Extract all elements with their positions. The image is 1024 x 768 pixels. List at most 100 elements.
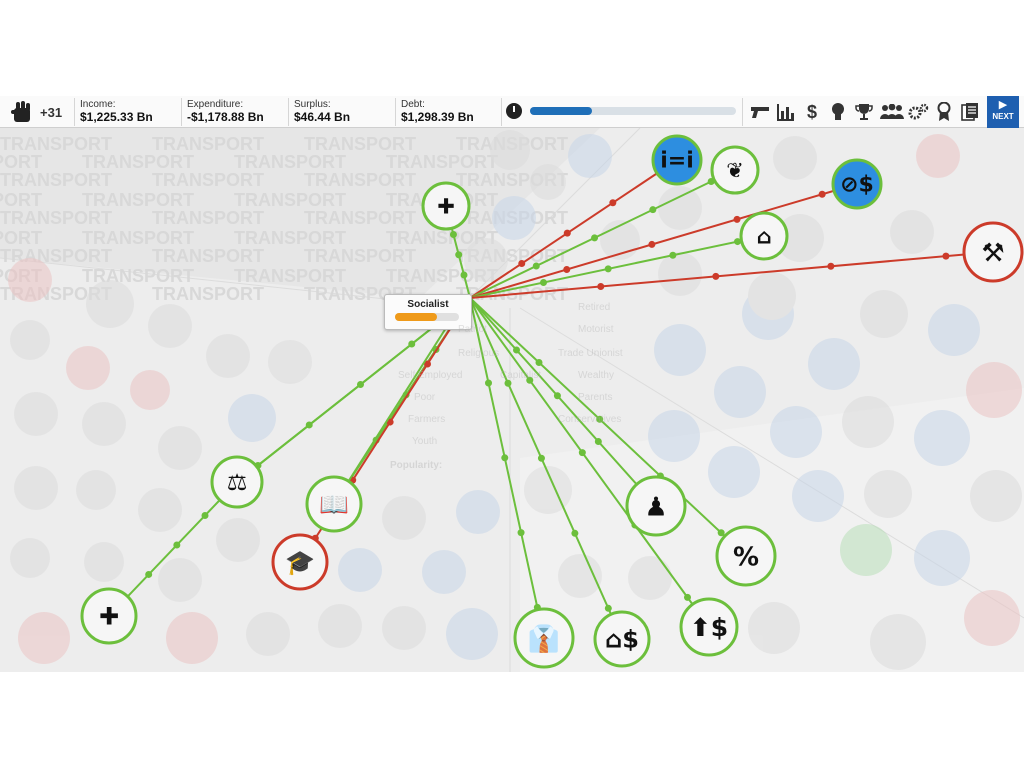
health-cross-icon-node[interactable]: ✚ [421, 181, 471, 231]
no-wealth-node[interactable]: ⊘$ [831, 158, 883, 210]
link-flow-dot [649, 206, 657, 214]
link-flow-dot [513, 346, 520, 354]
panel-group-label: Youth [412, 436, 438, 447]
link-flow-dot [532, 262, 540, 270]
link-flow-dot [609, 199, 617, 207]
link-flow-dot [578, 449, 586, 457]
link-flow-dot [145, 570, 153, 578]
percent-tax-node[interactable]: % [715, 525, 777, 587]
node-glyph-icon: ⚖ [227, 470, 248, 496]
policy-link-line [469, 183, 858, 299]
equality-node[interactable]: i=i [651, 134, 703, 186]
cabinet-people-icon[interactable] [878, 98, 906, 126]
surplus-value: $46.44 Bn [294, 110, 351, 124]
socialist-group-popup[interactable]: Socialist [384, 294, 472, 330]
watermark-text: TRANSPORT [234, 152, 346, 172]
group-health-node[interactable]: ✚ [80, 587, 138, 645]
node-glyph-icon: ⊘$ [840, 173, 874, 198]
link-flow-dot [818, 190, 826, 198]
watermark-text: TRANSPORT [304, 246, 416, 266]
policy-link-line [469, 251, 994, 299]
link-flow-dot [596, 415, 604, 423]
node-glyph-icon: ✚ [99, 603, 119, 631]
expenditure-value: -$1,178.88 Bn [187, 110, 264, 124]
watermark-text: TRANSPORT [386, 152, 498, 172]
panel-popularity-label: Popularity: [390, 460, 443, 471]
link-flow-dot [669, 251, 677, 259]
hierarchy-node[interactable]: ♟ [625, 475, 687, 537]
income-stat[interactable]: Income: $1,225.33 Bn [74, 98, 178, 126]
housing-node[interactable]: ⌂ [739, 211, 789, 261]
clock-icon [506, 103, 522, 119]
property-tax-node[interactable]: ⌂$ [593, 610, 651, 668]
surplus-stat[interactable]: Surplus: $46.44 Bn [288, 98, 392, 126]
link-flow-dot [734, 238, 742, 246]
settings-gears-icon[interactable] [906, 98, 930, 126]
divider [501, 98, 502, 126]
watermark-text: TRANSPORT [0, 208, 112, 228]
watermark-text: TRANSPORT [0, 152, 42, 172]
link-flow-dot [537, 454, 545, 462]
watermark-text: TRANSPORT [234, 266, 346, 286]
node-glyph-icon: ❦ [726, 158, 744, 182]
school-book-node[interactable]: 📖 [305, 475, 363, 533]
expenditure-label: Expenditure: [187, 99, 244, 110]
worker-tie-node[interactable]: 👔 [513, 607, 575, 669]
node-glyph-icon: ⚒ [981, 238, 1004, 268]
link-flow-dot [604, 265, 612, 273]
ideas-lightbulb-icon[interactable] [826, 98, 850, 126]
play-icon: ▶ [998, 99, 1008, 111]
awards-ribbon-icon[interactable] [932, 98, 956, 126]
panel-group-label: Parents [578, 392, 613, 403]
panel-group-label: Self Employed [398, 370, 463, 381]
link-flow-dot [517, 529, 525, 537]
link-flow-dot [485, 379, 492, 387]
watermark-text: TRANSPORT [82, 152, 194, 172]
food-bag-node[interactable]: ❦ [710, 145, 760, 195]
watermark-text: TRANSPORT [0, 134, 112, 154]
debt-value: $1,298.39 Bn [401, 110, 474, 124]
watermark-text: TRANSPORT [152, 208, 264, 228]
finance-dollar-icon[interactable]: $ [806, 101, 817, 122]
link-flow-dot [648, 240, 656, 248]
node-glyph-icon: i=i [660, 149, 694, 174]
link-flow-dot [553, 392, 561, 400]
policy-link-line [469, 235, 765, 299]
policy-link-line [469, 297, 623, 640]
link-flow-dot [173, 541, 181, 549]
watermark-text: TRANSPORT [304, 134, 416, 154]
statistics-chart-icon[interactable] [774, 98, 798, 126]
courts-gavel-node[interactable]: ⚖ [210, 455, 264, 509]
panel-group-label: Religious [458, 348, 500, 359]
link-flow-dot [827, 262, 835, 270]
political-capital[interactable]: +31 [6, 98, 70, 126]
policy-web-scene: TRANSPORTTRANSPORTTRANSPORTTRANSPORTTRAN… [0, 128, 1024, 672]
top-bar: +31 Income: $1,225.33 Bn Expenditure: -$… [0, 96, 1024, 128]
watermark-text: TRANSPORT [0, 170, 112, 190]
link-flow-dot [535, 359, 543, 366]
hammer-sickle-node[interactable]: ⚒ [962, 221, 1024, 283]
graduation-gear-node[interactable]: 🎓 [271, 533, 329, 591]
node-glyph-icon: ⌂ [756, 224, 771, 248]
coin-stack-node[interactable]: ⬆$ [679, 597, 739, 657]
link-flow-dot [504, 379, 512, 387]
link-flow-dot [449, 231, 457, 239]
link-flow-dot [201, 512, 209, 519]
panel-group-label: Poor [414, 392, 436, 403]
faded-policy-circles [8, 130, 1022, 670]
watermark-text: TRANSPORT [152, 246, 264, 266]
policy-nodes[interactable]: ✚ i=i ❦ ⊘$ ⌂ ⚒ ⚖ 📖🎓 ♟% ✚ 👔 ⌂$ ⬆$ [80, 134, 1024, 669]
achievements-trophy-icon[interactable] [852, 98, 876, 126]
debt-label: Debt: [401, 99, 425, 110]
watermark-text: TRANSPORT [304, 170, 416, 190]
expenditure-stat[interactable]: Expenditure: -$1,178.88 Bn [181, 98, 285, 126]
documents-icon[interactable] [958, 98, 982, 126]
next-turn-button[interactable]: ▶ NEXT [987, 96, 1019, 128]
debt-stat[interactable]: Debt: $1,298.39 Bn [395, 98, 499, 126]
link-flow-dot [540, 279, 547, 286]
group-popularity-fill [395, 313, 437, 321]
node-glyph-icon: % [733, 542, 759, 572]
panel-group-label: Patriot [458, 324, 487, 335]
link-flow-dot [460, 271, 468, 279]
police-gun-icon[interactable] [748, 98, 772, 126]
